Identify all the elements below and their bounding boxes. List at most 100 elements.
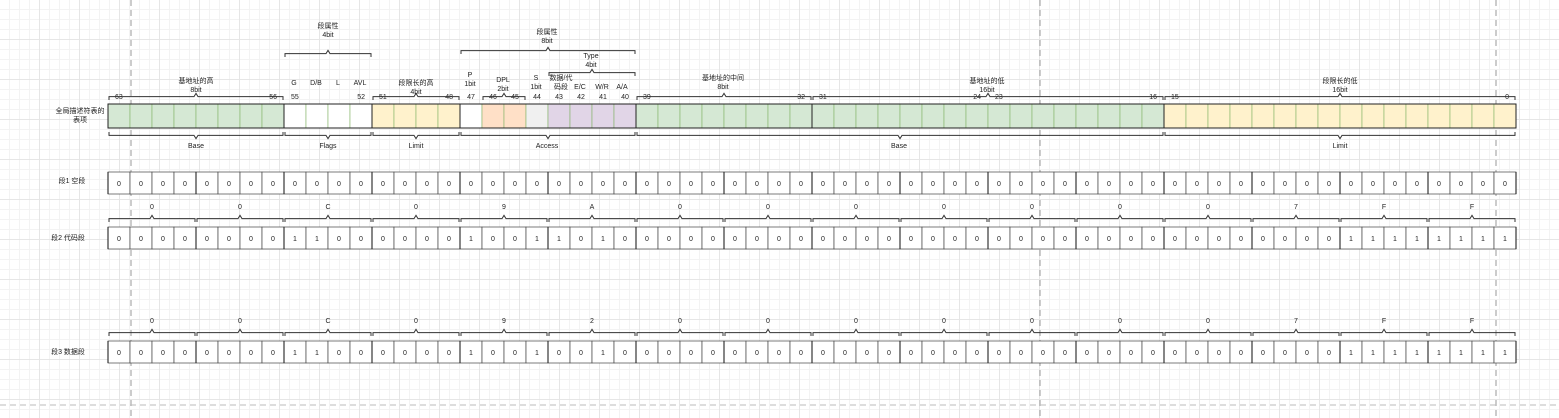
seg3-bit-value: 0 [271,350,275,357]
gdt-bit-cell [613,103,637,129]
bit-number: 40 [621,94,629,101]
seg1-bit-value: 0 [1239,181,1243,188]
seg3-bit-value: 0 [1041,350,1045,357]
seg3-bit-value: 0 [491,350,495,357]
seg3-hex-digit: 0 [1030,318,1034,325]
group-brace [284,132,372,140]
seg2-bit-value: 0 [403,236,407,243]
seg2-nibble-brace [1428,214,1516,222]
seg2-bit-value: 0 [865,236,869,243]
seg2-nibble-brace [1252,214,1340,222]
seg2-bit-value: 1 [1459,236,1463,243]
seg2-nibble-brace [460,214,548,222]
seg2-bit-value: 0 [821,236,825,243]
seg2-bit-value: 0 [997,236,1001,243]
flags-attr-brace [284,49,372,57]
bit-number: 63 [115,94,123,101]
group-brace [460,132,636,140]
seg1-bit-value: 0 [1195,181,1199,188]
gdt-bit-cell [635,103,659,129]
seg2-hex-digit: 0 [854,204,858,211]
gdt-bit-cell [327,103,351,129]
seg2-hex-digit: 0 [1118,204,1122,211]
seg3-bit-value: 0 [205,350,209,357]
seg3-bit-value: 0 [1151,350,1155,357]
seg3-bit-value: 1 [293,350,297,357]
seg2-bit-value: 0 [1327,236,1331,243]
seg3-bit-value: 0 [1195,350,1199,357]
seg1-bit-value: 0 [1327,181,1331,188]
seg3-bit-value: 0 [733,350,737,357]
gdt-bit-cell [1273,103,1297,129]
seg3-nibble-brace [636,328,724,336]
gdt-bit-cell [283,103,307,129]
seg1-bit-value: 0 [623,181,627,188]
seg1-bit-value: 0 [667,181,671,188]
seg3-bit-value: 0 [161,350,165,357]
gdt-bit-cell [1427,103,1451,129]
gdt-bit-cell [1295,103,1319,129]
seg1-bit-value: 0 [1107,181,1111,188]
seg3-nibble-brace [900,328,988,336]
access-s-bits: 1bit [530,84,541,91]
flag-l: L [336,80,340,87]
gdt-bit-cell [437,103,461,129]
seg2-nibble-brace [284,214,372,222]
gdt-bit-cell [503,103,527,129]
gdt-bit-cell [239,103,263,129]
gdt-bit-cell [547,103,571,129]
bit-number: 23 [995,94,1003,101]
seg1-label: 段1 空段 [59,176,86,185]
gdt-bit-cell [1471,103,1495,129]
gdt-bit-cell [415,103,439,129]
seg3-nibble-brace [548,328,636,336]
gdt-bit-cell [1361,103,1385,129]
bit-number: 41 [599,94,607,101]
seg2-bit-value: 0 [139,236,143,243]
seg2-bit-value: 0 [931,236,935,243]
seg2-bit-value: 0 [1085,236,1089,243]
seg1-bit-value: 0 [799,181,803,188]
gdt-bit-cell [195,103,219,129]
access-dpl-bits: 2bit [497,86,508,93]
gdt-bit-cell [1449,103,1473,129]
group-access: Access [536,143,559,150]
seg3-bit-value: 1 [1349,350,1353,357]
access-wr: W/R [595,84,609,91]
bit-number: 56 [269,94,277,101]
seg3-bit-value: 0 [997,350,1001,357]
seg2-bit-value: 1 [1349,236,1353,243]
seg3-bit-value: 0 [117,350,121,357]
seg3-hex-digit: 0 [1118,318,1122,325]
seg2-bit-value: 0 [513,236,517,243]
seg2-bit-value: 0 [1195,236,1199,243]
access-data-code: 数据/代 [550,73,573,82]
flags-attr-bits: 4bit [322,32,333,39]
field-limit-high-bits: 4bit [410,89,421,96]
seg2-bit-value: 0 [183,236,187,243]
bit-number: 43 [555,94,563,101]
seg2-bit-value: 0 [1063,236,1067,243]
seg2-bit-value: 0 [425,236,429,243]
seg3-hex-digit: F [1470,318,1474,325]
group-brace [1164,132,1516,140]
seg1-bit-value: 0 [381,181,385,188]
seg3-bit-value: 1 [1393,350,1397,357]
access-p-bits: 1bit [464,81,475,88]
gdt-bit-cell [965,103,989,129]
seg3-bit-value: 0 [1217,350,1221,357]
seg3-bit-value: 0 [821,350,825,357]
seg1-bit-value: 0 [315,181,319,188]
dpl-brace [482,92,526,100]
gdt-bit-cell [1185,103,1209,129]
access-attr-brace [460,46,636,54]
seg3-hex-digit: 0 [678,318,682,325]
seg3-bit-value: 0 [1283,350,1287,357]
seg2-bit-value: 0 [777,236,781,243]
gdt-bit-cell [569,103,593,129]
field-limit-low-bits: 16bit [1332,87,1347,94]
seg1-bit-value: 0 [1283,181,1287,188]
seg3-nibble-brace [1164,328,1252,336]
access-ec: E/C [574,84,586,91]
seg1-bit-value: 0 [1129,181,1133,188]
